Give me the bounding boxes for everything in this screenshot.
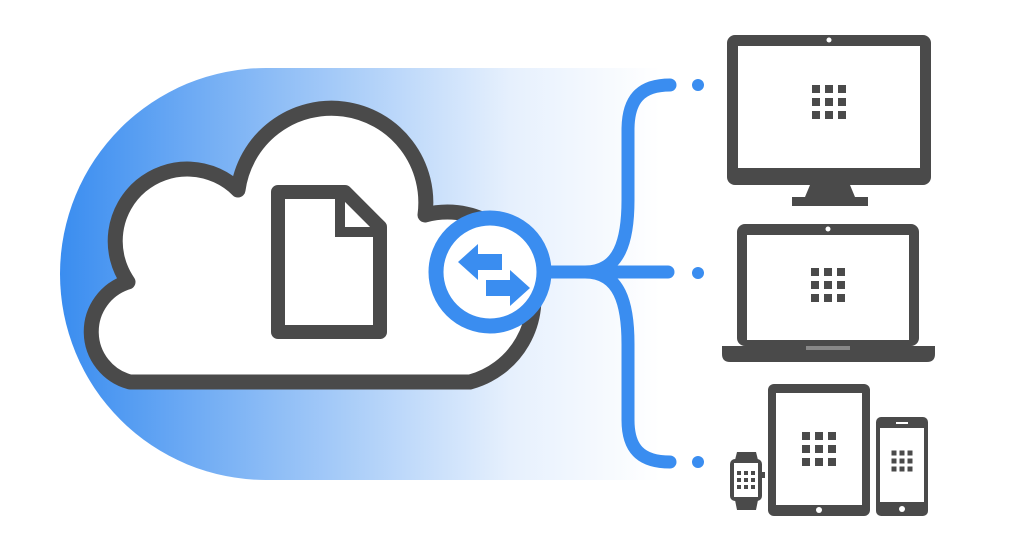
app-tile	[737, 485, 741, 489]
app-tile	[737, 471, 741, 475]
app-tile	[907, 450, 913, 456]
app-grid-icon	[811, 268, 845, 302]
app-tile	[811, 268, 819, 276]
app-tile	[891, 458, 897, 464]
app-tile	[802, 432, 810, 440]
app-tile	[811, 281, 819, 289]
app-tile	[811, 294, 819, 302]
app-grid-icon	[737, 471, 755, 489]
app-tile	[825, 111, 833, 119]
app-tile	[838, 85, 846, 93]
connector-dot-monitor	[692, 79, 704, 91]
app-tile	[824, 281, 832, 289]
sync-arrows-icon	[428, 210, 552, 334]
smartphone-icon	[876, 417, 928, 516]
app-tile	[751, 471, 755, 475]
app-tile	[744, 471, 748, 475]
laptop-icon	[722, 224, 935, 362]
document-icon	[271, 185, 387, 339]
app-tile	[815, 458, 823, 466]
app-tile	[907, 458, 913, 464]
app-tile	[837, 281, 845, 289]
connector-dot-mobile	[692, 456, 704, 468]
app-tile	[812, 111, 820, 119]
app-grid-icon	[812, 85, 846, 119]
app-tile	[825, 85, 833, 93]
app-tile	[828, 432, 836, 440]
app-tile	[744, 485, 748, 489]
app-tile	[751, 485, 755, 489]
app-tile	[899, 450, 905, 456]
app-tile	[907, 466, 913, 472]
app-tile	[899, 458, 905, 464]
app-tile	[837, 268, 845, 276]
app-tile	[899, 466, 905, 472]
app-tile	[815, 432, 823, 440]
connector-dot-laptop	[692, 267, 704, 279]
app-grid-icon	[891, 450, 913, 472]
app-tile	[815, 445, 823, 453]
app-tile	[802, 445, 810, 453]
app-tile	[825, 98, 833, 106]
app-tile	[744, 478, 748, 482]
app-tile	[812, 98, 820, 106]
app-tile	[824, 294, 832, 302]
app-tile	[802, 458, 810, 466]
app-grid-icon	[802, 432, 836, 466]
app-tile	[828, 458, 836, 466]
app-tile	[751, 478, 755, 482]
sync-connector	[541, 78, 677, 469]
app-tile	[737, 478, 741, 482]
app-tile	[837, 294, 845, 302]
app-tile	[838, 98, 846, 106]
app-tile	[891, 466, 897, 472]
app-tile	[828, 445, 836, 453]
desktop-monitor-icon	[727, 35, 931, 206]
app-tile	[812, 85, 820, 93]
app-tile	[891, 450, 897, 456]
app-tile	[838, 111, 846, 119]
app-tile	[824, 268, 832, 276]
